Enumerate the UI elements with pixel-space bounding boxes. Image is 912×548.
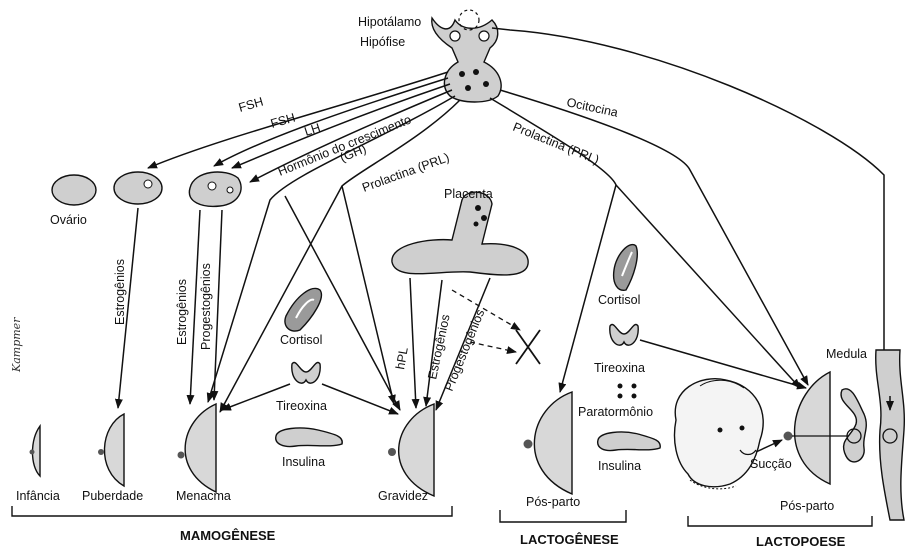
menarche-estrogen-label: Estrogênios: [175, 279, 189, 345]
breast-postpartum: [524, 392, 573, 494]
progestogen-dashed-arrow: [470, 342, 516, 352]
breast-infancy: [30, 426, 41, 476]
bracket-mammogenesis: [12, 506, 452, 516]
thyroxine-right-label: Tireoxina: [594, 361, 645, 375]
bracket-lactogenesis: [500, 510, 626, 522]
parathyroid-glands: [618, 384, 637, 399]
phase-lactopoiesis-label: LACTOPOESE: [756, 534, 846, 548]
pancreas-right: [598, 432, 661, 451]
menarche-progestogen-label: Progestogênios: [199, 263, 213, 350]
stage-postpartum-lactogenesis-label: Pós-parto: [526, 495, 580, 509]
spinal-cord: [841, 350, 904, 520]
pancreas-left: [276, 428, 343, 447]
artist-signature: Kampmer: [10, 317, 23, 373]
hpl-arrow: [410, 278, 416, 408]
cortisol-left-label: Cortisol: [280, 333, 322, 347]
breast-puberty: [98, 414, 124, 486]
adrenal-left: [285, 288, 321, 331]
ovary-3: [189, 172, 241, 206]
stage-puberty-label: Puberdade: [82, 489, 143, 503]
breast-menarche: [178, 404, 217, 492]
bracket-lactopoiesis: [688, 516, 872, 526]
ovary-2: [114, 172, 162, 204]
fsh-label-1: FSH: [237, 95, 265, 115]
thyroxine-left-arrow-pregnancy: [322, 384, 398, 414]
phase-lactogenesis-label: LACTOGÊNESE: [520, 532, 619, 547]
insulin-right-label: Insulina: [598, 459, 641, 473]
prolactin-left-label: Prolactina (PRL): [360, 150, 451, 195]
breast-pregnancy: [388, 404, 434, 496]
prolactin-right-label: Prolactina (PRL): [511, 120, 601, 167]
baby-head: [675, 379, 764, 489]
placenta: [392, 192, 528, 275]
stage-infancy-label: Infância: [16, 489, 60, 503]
fsh-label-2: FSH: [269, 111, 297, 131]
thyroid-right: [610, 325, 638, 346]
lh-label: LH: [303, 121, 323, 139]
placenta-label: Placenta: [444, 187, 493, 201]
stage-pregnancy-label: Gravidez: [378, 489, 428, 503]
insulin-left-label: Insulina: [282, 455, 325, 469]
hpl-label: hPL: [393, 346, 411, 370]
thyroid-left: [292, 363, 320, 384]
ovary-label: Ovário: [50, 213, 87, 227]
parathormone-label: Paratormônio: [578, 405, 653, 419]
stage-menarche-label: Menacma: [176, 489, 231, 503]
phase-mammogenesis-label: MAMOGÊNESE: [180, 528, 276, 543]
hypothalamus-label: Hipotálamo: [358, 15, 421, 29]
oxytocin-label: Ocitocina: [565, 95, 619, 120]
suction-label: Sucção: [750, 457, 792, 471]
blocked-cross: [516, 330, 540, 364]
hormone-arrows: [148, 28, 884, 462]
adrenal-right: [614, 245, 638, 291]
cortisol-right-label: Cortisol: [598, 293, 640, 307]
puberty-estrogen-label: Estrogênios: [113, 259, 127, 325]
pituitary-label: Hipófise: [360, 35, 405, 49]
spinal-cord-label: Medula: [826, 347, 867, 361]
hypothalamus-pituitary: [432, 10, 501, 102]
stage-postpartum-lactopoiesis-label: Pós-parto: [780, 499, 834, 513]
ovary-1: [52, 175, 96, 205]
thyroxine-left-label: Tireoxina: [276, 399, 327, 413]
estrogen-dashed-arrow: [452, 290, 520, 330]
